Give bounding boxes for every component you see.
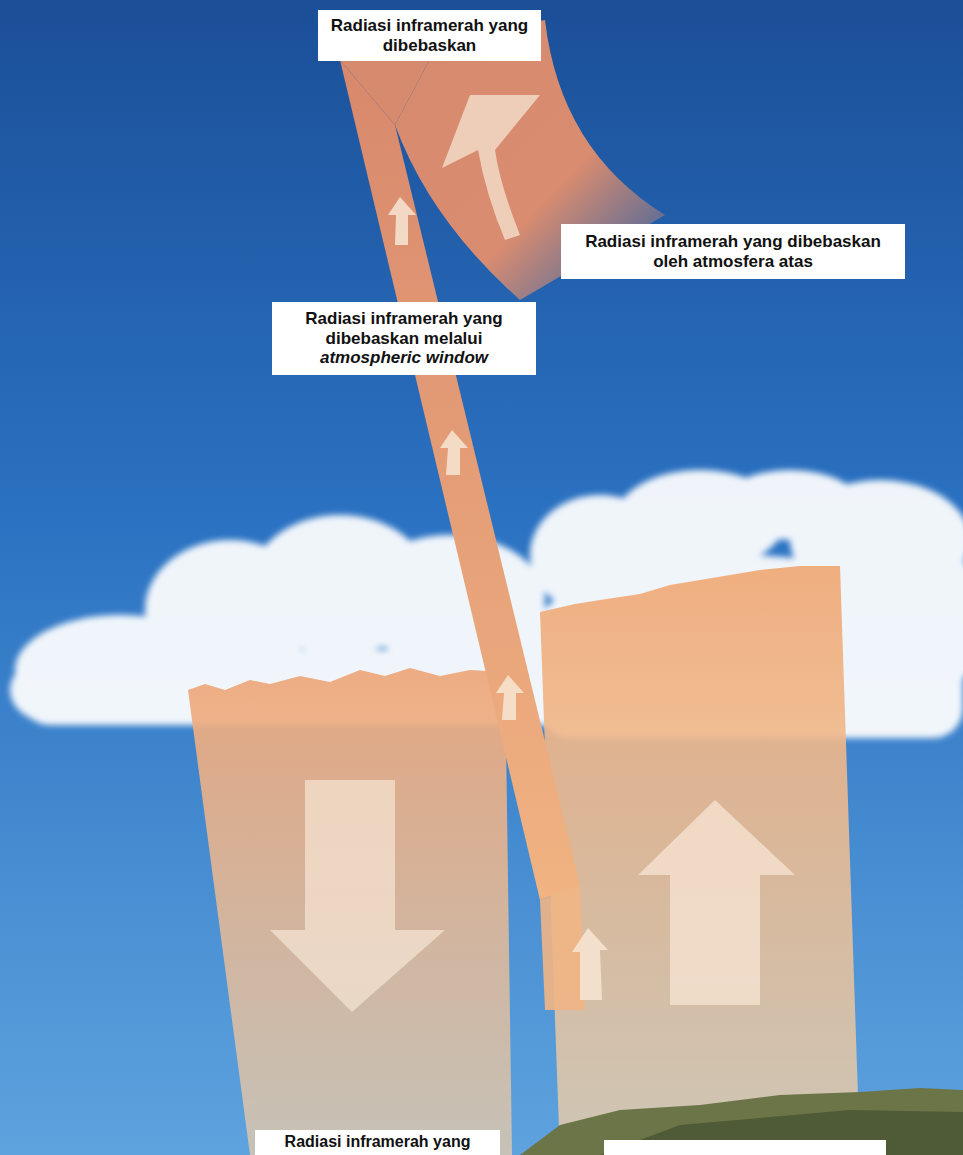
up-arrow <box>638 800 795 1005</box>
label-text: atmospheric window <box>280 348 528 368</box>
hills-shadow <box>600 1110 963 1155</box>
label-box: Radiasi inframerah yang dibebaskan melal… <box>272 302 536 375</box>
label-text: Radiasi inframerah yang dibebaskan oleh … <box>571 232 895 271</box>
label-box: Radiasi inframerah yang dibebaskan <box>318 10 541 61</box>
hills <box>520 1088 963 1155</box>
label-text: Radiasi inframerah yang dibebaskan melal… <box>280 309 528 348</box>
cut-label-box <box>604 1140 886 1155</box>
downward-radiation-band <box>188 668 512 1155</box>
upward-radiation-band <box>540 566 860 1155</box>
label-text: Radiasi inframerah yang <box>261 1133 494 1151</box>
label-box: Radiasi inframerah yang dibebaskan oleh … <box>561 224 905 279</box>
label-text: Radiasi inframerah yang dibebaskan <box>326 16 533 55</box>
atmospheric-window-band <box>340 60 580 900</box>
down-arrow <box>270 780 445 1012</box>
curved-up-arrow <box>442 95 540 240</box>
label-box: Radiasi inframerah yang <box>255 1130 500 1155</box>
